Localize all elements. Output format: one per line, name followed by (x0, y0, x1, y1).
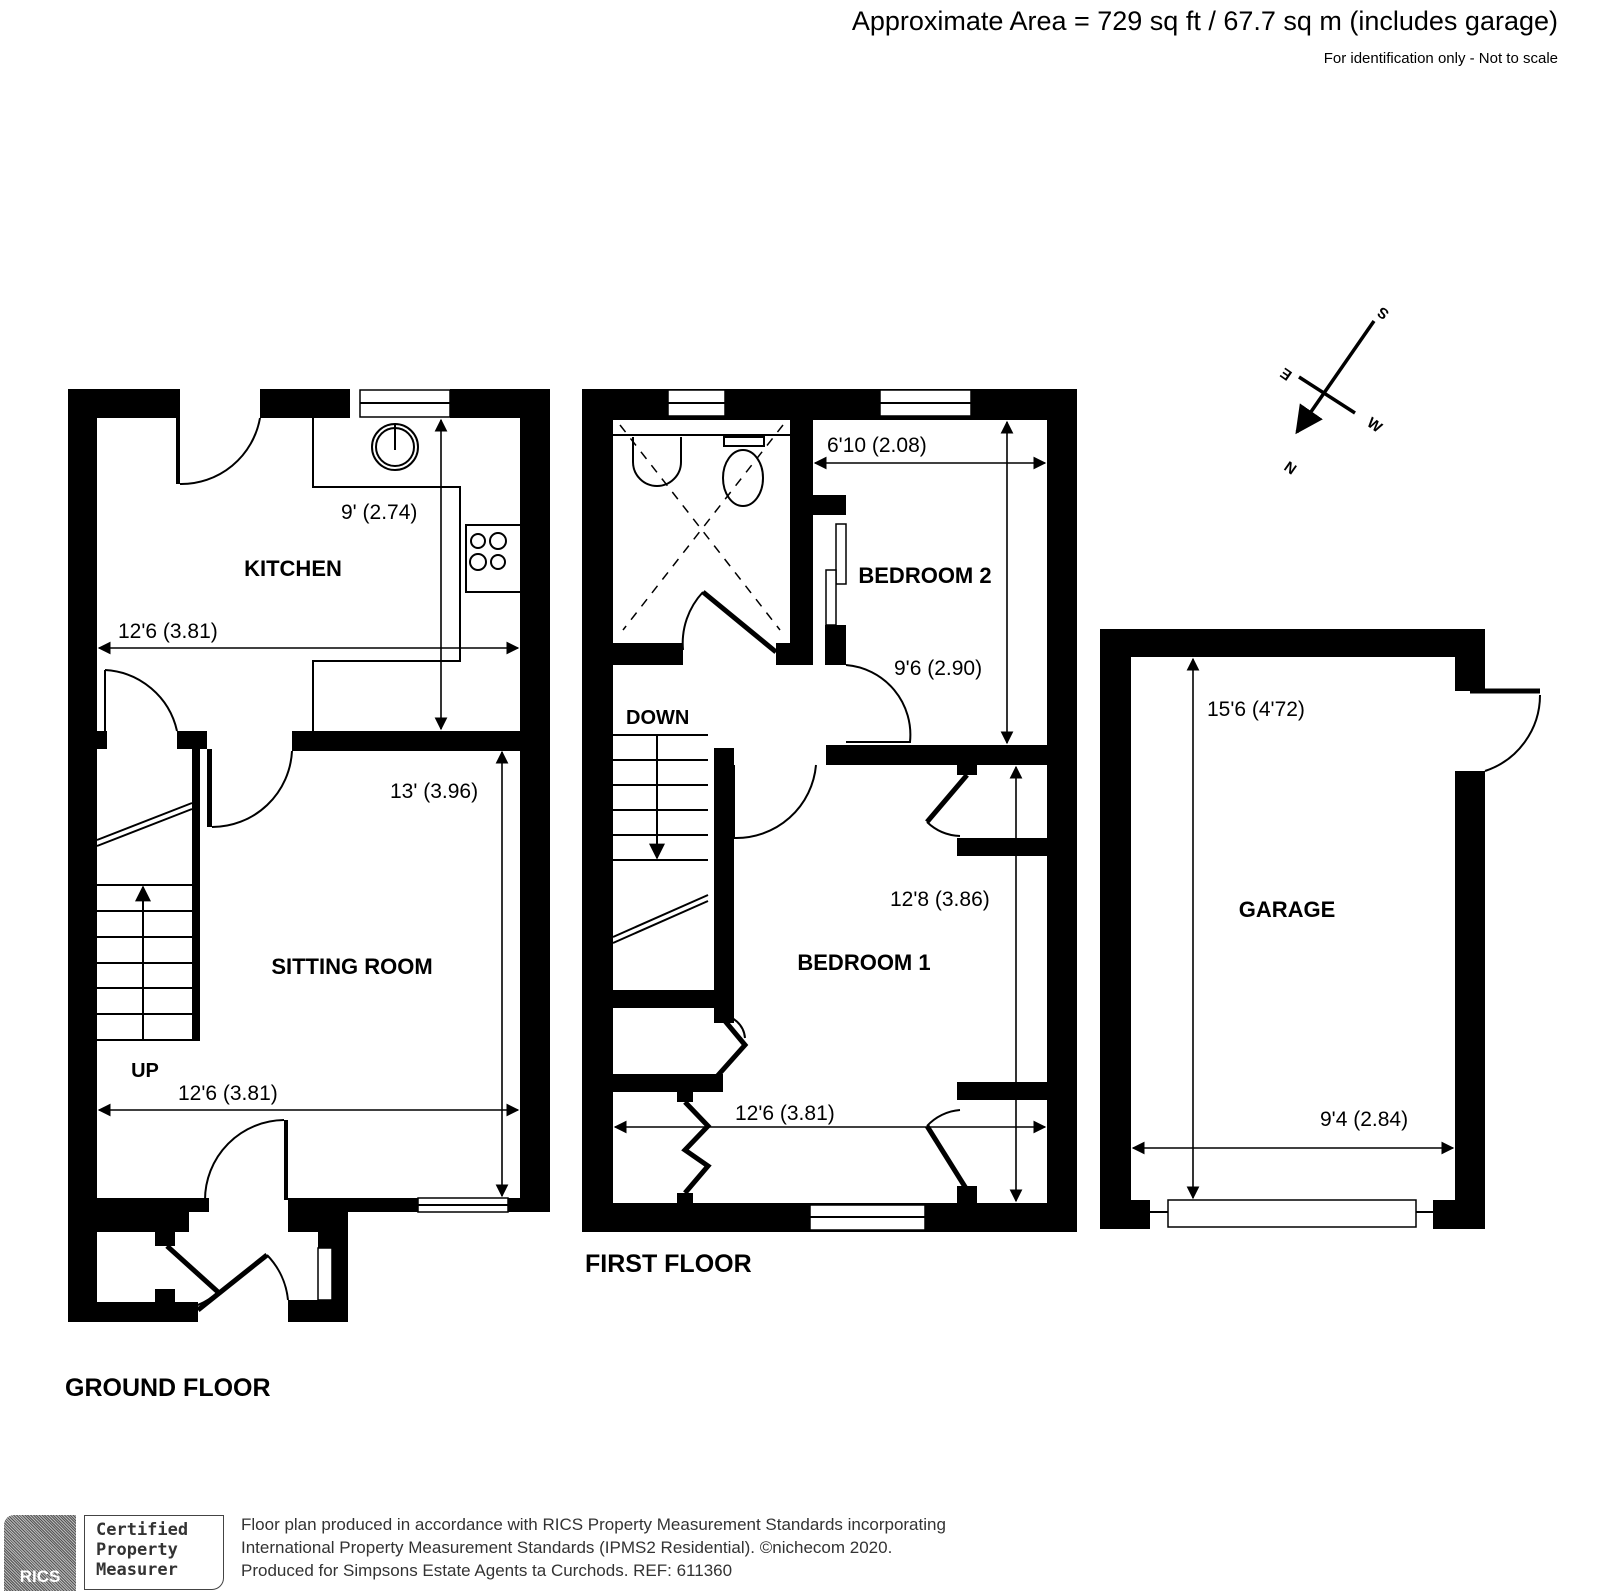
compass-south: S (1374, 303, 1392, 323)
bedroom-1-width: 12'6 (3.81) (735, 1102, 835, 1125)
scale-disclaimer: For identification only - Not to scale (1323, 50, 1558, 67)
rics-logo: RICS (4, 1515, 76, 1591)
bedroom-1-depth: 12'8 (3.86) (890, 888, 990, 911)
compass-arrow-icon (1295, 320, 1376, 435)
compass-west: W (1364, 414, 1386, 437)
first-floor-plan: BEDROOM 2 6'10 (2.08) 9'6 (2.90) BEDROOM… (582, 389, 1077, 1278)
kitchen-depth: 9' (2.74) (341, 501, 417, 524)
compass-rose: S E W N (1277, 303, 1392, 479)
garage-depth: 15'6 (4'72) (1207, 698, 1305, 721)
room-label-sitting-room: SITTING ROOM (271, 954, 432, 979)
room-label-bedroom-2: BEDROOM 2 (858, 563, 991, 588)
garage-width: 9'4 (2.84) (1320, 1108, 1408, 1131)
footer-line: Produced for Simpsons Estate Agents ta C… (241, 1561, 733, 1580)
stairs-up-label: UP (131, 1060, 159, 1082)
bedroom-2-width: 6'10 (2.08) (827, 434, 927, 457)
room-label-kitchen: KITCHEN (244, 556, 342, 581)
first-floor-stairs (612, 734, 709, 944)
ground-stairs (96, 802, 200, 1041)
ground-floor-title: GROUND FLOOR (65, 1374, 271, 1402)
stairs-down-label: DOWN (626, 707, 689, 729)
cert-line: Certified (96, 1520, 189, 1540)
cert-line: Measurer (96, 1560, 178, 1580)
certified-measurer-badge: Certified Property Measurer (84, 1515, 224, 1590)
cert-line: Property (96, 1540, 178, 1560)
first-floor-title: FIRST FLOOR (585, 1250, 752, 1278)
footer-notice: Floor plan produced in accordance with R… (241, 1513, 946, 1582)
bedroom-2-depth: 9'6 (2.90) (894, 657, 982, 680)
kitchen-width: 12'6 (3.81) (118, 620, 218, 643)
garage-plan: GARAGE 15'6 (4'72) 9'4 (2.84) (1100, 629, 1541, 1229)
footer-line: International Property Measurement Stand… (241, 1538, 893, 1557)
sitting-room-width: 12'6 (3.81) (178, 1082, 278, 1105)
footer-line: Floor plan produced in accordance with R… (241, 1515, 946, 1534)
compass-north: N (1281, 458, 1300, 478)
approximate-area-title: Approximate Area = 729 sq ft / 67.7 sq m… (851, 6, 1558, 36)
compass-east: E (1277, 364, 1295, 384)
sitting-room-depth: 13' (3.96) (390, 780, 478, 803)
room-label-bedroom-1: BEDROOM 1 (797, 950, 930, 975)
ground-floor-plan: KITCHEN 9' (2.74) 12'6 (3.81) SITTING RO… (65, 389, 550, 1402)
room-label-garage: GARAGE (1239, 897, 1336, 922)
